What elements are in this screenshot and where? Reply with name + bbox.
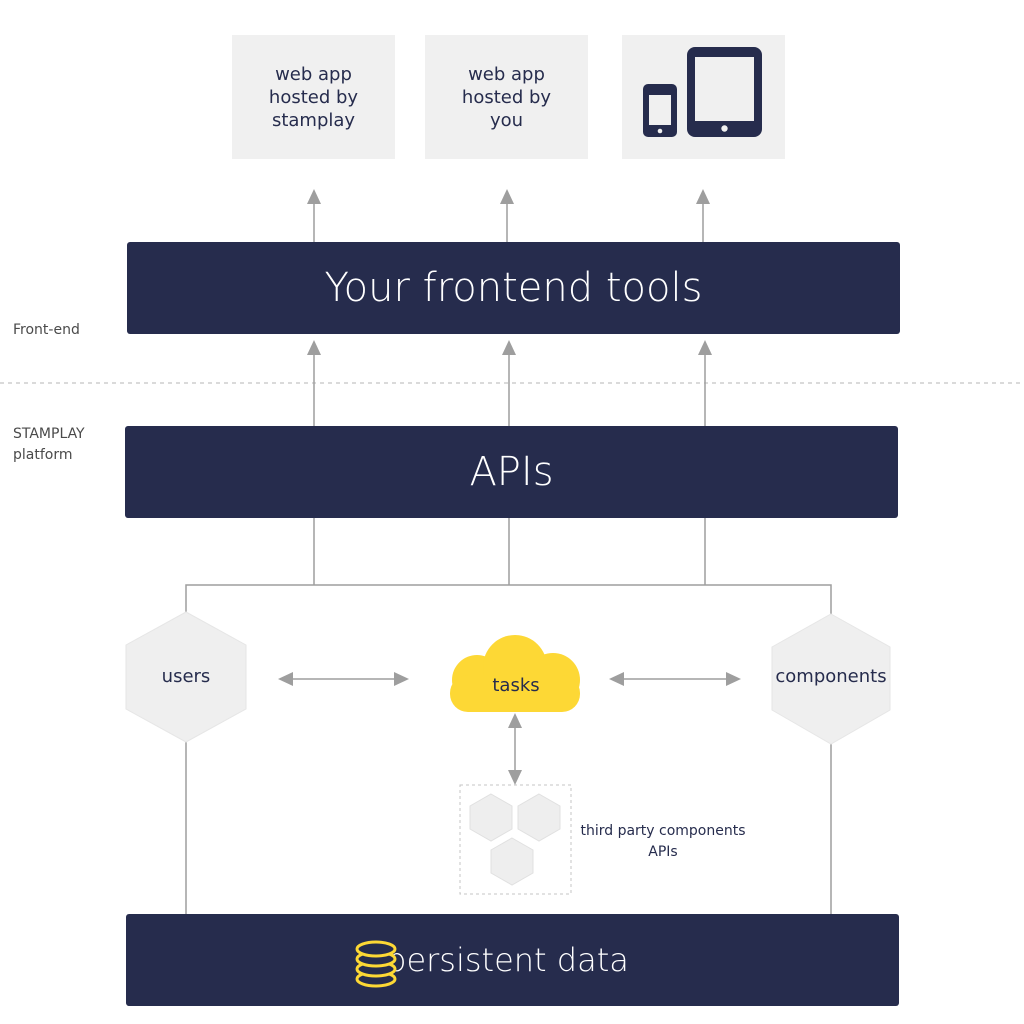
tasks-label: tasks (492, 675, 540, 696)
tasks-cloud-icon (450, 635, 580, 712)
arrows-to-top-boxes (307, 189, 710, 242)
box-text-line: hosted by (461, 86, 552, 108)
third-party-hexagon-icons (469, 793, 561, 886)
box-text-line: web app (275, 63, 352, 85)
frontend-tools-label: Your frontend tools (324, 265, 703, 311)
arrows-apis-to-frontend (307, 340, 712, 426)
apis-bar: APIs (125, 426, 898, 518)
database-icon (355, 940, 397, 988)
box-text-line: web app (468, 63, 545, 85)
third-party-components-label: third party components APIs (573, 821, 753, 863)
box-text-line: you (489, 109, 524, 131)
phone-and-tablet-icon (643, 47, 762, 137)
users-hexagon (125, 611, 247, 743)
box-text-line: hosted by (268, 86, 359, 108)
tasks-third-party-double-arrow (508, 713, 522, 785)
tasks-components-double-arrow (609, 672, 741, 686)
users-label: users (161, 666, 211, 687)
web-app-hosted-by-you-box: web app hosted by you (425, 35, 588, 159)
stamplay-platform-side-label: STAMPLAY platform (13, 424, 85, 466)
persistent-data-bar: persistent data (126, 914, 899, 1006)
frontend-side-label: Front-end (13, 322, 80, 338)
persistent-data-label: persistent data (386, 941, 629, 979)
side-label-line: platform (13, 447, 73, 463)
third-party-box (459, 784, 572, 895)
box-text-line: stamplay (271, 109, 356, 131)
third-party-line: APIs (648, 844, 678, 860)
side-label-line: STAMPLAY (13, 426, 85, 442)
web-app-hosted-by-stamplay-box: web app hosted by stamplay (232, 35, 395, 159)
apis-label: APIs (469, 449, 554, 495)
components-hexagon (771, 613, 891, 745)
third-party-line: third party components (580, 823, 746, 839)
components-label: components (775, 666, 887, 687)
users-tasks-double-arrow (278, 672, 409, 686)
lines-to-persistent-data (185, 740, 832, 914)
frontend-tools-bar: Your frontend tools (127, 242, 900, 334)
